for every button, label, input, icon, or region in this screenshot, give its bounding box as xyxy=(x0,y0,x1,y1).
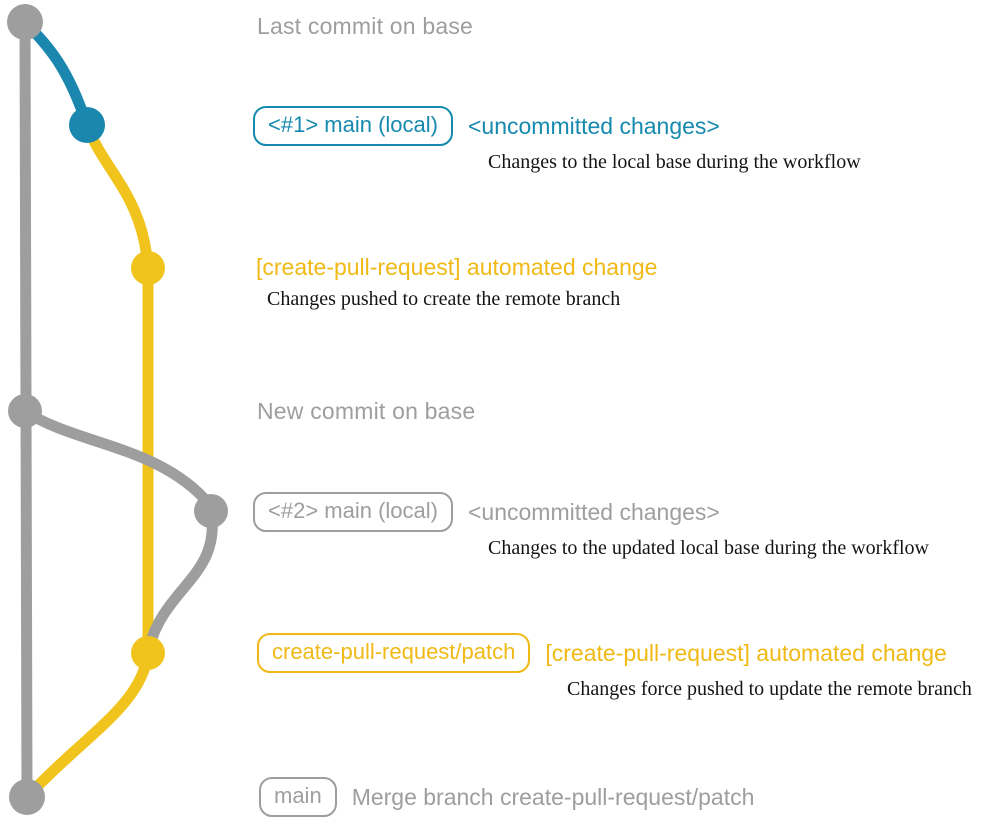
commit-dot-new-commit-on-base xyxy=(8,394,42,428)
commit-dot-last-commit-on-base xyxy=(7,4,43,40)
commit-description-uncommitted-1: Changes to the local base during the wor… xyxy=(488,151,861,173)
commit-dot-automated-change-1 xyxy=(131,251,165,285)
branch-patch-line xyxy=(81,119,154,659)
commit-message-automated-change-2: [create-pull-request] automated change xyxy=(545,640,947,666)
commit-dot-uncommitted-1 xyxy=(69,107,105,143)
commit-message-uncommitted-2: <uncommitted changes> xyxy=(467,499,720,525)
branch-main-local-2-line xyxy=(19,405,216,511)
annotation-row-merge: main Merge branch create-pull-request/pa… xyxy=(259,777,754,817)
branch-main-local-1-line xyxy=(19,16,93,131)
commit-dot-merge xyxy=(9,779,45,815)
branch-tag-main-local-2: <#2> main (local) xyxy=(253,492,453,532)
annotation-row-automated-change-2: create-pull-request/patch [create-pull-r… xyxy=(257,633,972,701)
new-commit-on-base-label: New commit on base xyxy=(257,398,476,424)
branch-tag-create-pull-request-patch: create-pull-request/patch xyxy=(257,633,531,673)
commit-description-automated-change-1: Changes pushed to create the remote bran… xyxy=(267,288,621,310)
last-commit-on-base-label: Last commit on base xyxy=(257,13,474,39)
annotation-row-automated-change-1: [create-pull-request] automated change C… xyxy=(256,254,657,311)
commit-dot-uncommitted-2 xyxy=(194,494,228,528)
branch-tag-main-local-1: <#1> main (local) xyxy=(253,106,453,146)
commit-description-uncommitted-2: Changes to the updated local base during… xyxy=(488,537,929,559)
branch-patch-merge-line xyxy=(21,647,154,803)
annotation-row-uncommitted-1: <#1> main (local) <uncommitted changes> … xyxy=(253,106,861,174)
commit-message-automated-change-1: [create-pull-request] automated change xyxy=(256,254,658,280)
branch-main-local-2-return-line xyxy=(143,499,218,654)
commit-message-uncommitted-1: <uncommitted changes> xyxy=(467,113,720,139)
branch-base-line xyxy=(19,16,33,803)
annotation-row-uncommitted-2: <#2> main (local) <uncommitted changes> … xyxy=(253,492,929,560)
commit-message-merge: Merge branch create-pull-request/patch xyxy=(351,784,755,810)
commit-description-automated-change-2: Changes force pushed to update the remot… xyxy=(567,678,972,700)
commit-dot-automated-change-2 xyxy=(131,636,165,670)
branch-tag-main: main xyxy=(259,777,337,817)
